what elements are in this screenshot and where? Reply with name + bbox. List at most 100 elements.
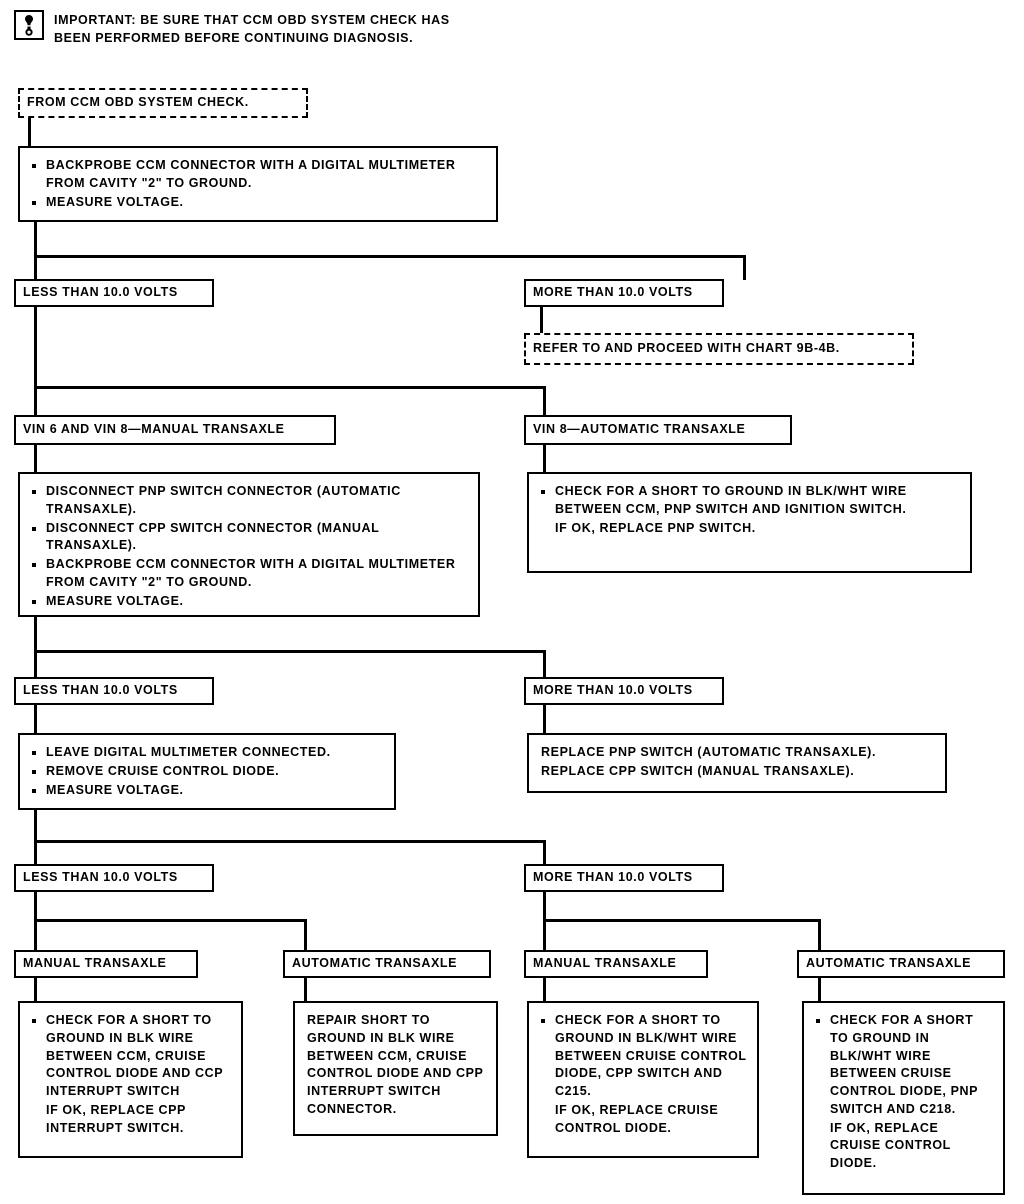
connector-branch3left-down (34, 892, 37, 922)
connector-start-to-step1 (28, 118, 31, 146)
connector-split2-horizontal (34, 386, 546, 389)
leaf4-list: CHECK FOR A SHORT TO GROUND IN BLK/WHT W… (814, 1012, 993, 1173)
branch3-left-label-box[interactable]: LESS THAN 10.0 VOLTS (14, 864, 214, 892)
connector-split1-left-down (34, 255, 37, 280)
leaf1-label: MANUAL TRANSAXLE (23, 956, 167, 971)
connector-split1-right-down (743, 255, 746, 280)
connector-vinmanual-to-step2 (34, 445, 37, 473)
vin-auto-label: VIN 8—AUTOMATIC TRANSAXLE (533, 422, 746, 437)
connector-leaf1-label-to-box (34, 978, 37, 1002)
leaf2-text: REPAIR SHORT TO GROUND IN BLK WIRE BETWE… (307, 1013, 484, 1116)
step2-left-box[interactable]: DISCONNECT PNP SWITCH CONNECTOR (AUTOMAT… (18, 472, 480, 617)
step2-left-item-1: DISCONNECT PNP SWITCH CONNECTOR (AUTOMAT… (30, 483, 468, 519)
connector-split4-left-down (34, 840, 37, 867)
leaf4-extra: IF OK, REPLACE CRUISE CONTROL DIODE. (830, 1120, 951, 1171)
leaf2-label-box[interactable]: AUTOMATIC TRANSAXLE (283, 950, 491, 978)
connector-split4-right-down (543, 840, 546, 867)
step1-box[interactable]: BACKPROBE CCM CONNECTOR WITH A DIGITAL M… (18, 146, 498, 222)
connector-step3-down (34, 810, 37, 843)
step3-right-line-1: REPLACE PNP SWITCH (AUTOMATIC TRANSAXLE)… (541, 745, 877, 759)
vin-manual-label: VIN 6 AND VIN 8—MANUAL TRANSAXLE (23, 422, 285, 437)
connector-leaf4-label-to-box (818, 978, 821, 1002)
important-note: IMPORTANT: BE SURE THAT CCM OBD SYSTEM C… (14, 10, 450, 47)
connector-split1-horizontal (34, 255, 746, 258)
refer-chart-node[interactable]: REFER TO AND PROCEED WITH CHART 9B-4B. (524, 333, 914, 365)
step2-left-item-3: BACKPROBE CCM CONNECTOR WITH A DIGITAL M… (30, 556, 468, 592)
step2-left-item-4: MEASURE VOLTAGE. (30, 593, 468, 611)
leaf3-list: CHECK FOR A SHORT TO GROUND IN BLK/WHT W… (539, 1012, 747, 1137)
connector-branch2right-to-step3 (543, 705, 546, 735)
refer-chart-label: REFER TO AND PROCEED WITH CHART 9B-4B. (533, 341, 840, 356)
step3-left-list: LEAVE DIGITAL MULTIMETER CONNECTED. REMO… (30, 744, 384, 799)
leaf3-bullet: CHECK FOR A SHORT TO GROUND IN BLK/WHT W… (539, 1012, 747, 1101)
step3-right-line-2: REPLACE CPP SWITCH (MANUAL TRANSAXLE). (541, 763, 855, 778)
vin-manual-node[interactable]: VIN 6 AND VIN 8—MANUAL TRANSAXLE (14, 415, 336, 445)
connector-branch1right-to-chart (540, 307, 543, 334)
connector-split4-horizontal (34, 840, 546, 843)
connector-step2-down (34, 617, 37, 653)
caution-lamp-icon (14, 10, 44, 40)
leaf2-box[interactable]: REPAIR SHORT TO GROUND IN BLK WIRE BETWE… (293, 1001, 498, 1136)
step2-right-extra: IF OK, REPLACE PNP SWITCH. (555, 520, 756, 535)
branch2-left-label: LESS THAN 10.0 VOLTS (23, 683, 178, 698)
leaf4-label-box[interactable]: AUTOMATIC TRANSAXLE (797, 950, 1005, 978)
connector-leaf3-label-to-box (543, 978, 546, 1002)
connector-branch3right-down (543, 892, 546, 922)
important-note-line-2: BEEN PERFORMED BEFORE CONTINUING DIAGNOS… (54, 31, 414, 46)
step1-list: BACKPROBE CCM CONNECTOR WITH A DIGITAL M… (30, 157, 486, 211)
step3-left-box[interactable]: LEAVE DIGITAL MULTIMETER CONNECTED. REMO… (18, 733, 396, 810)
branch1-right-label-box[interactable]: MORE THAN 10.0 VOLTS (524, 279, 724, 307)
connector-split2-left-down (34, 386, 37, 417)
leaf2-list: REPAIR SHORT TO GROUND IN BLK WIRE BETWE… (305, 1012, 486, 1119)
important-note-line-1: IMPORTANT: BE SURE THAT CCM OBD SYSTEM C… (54, 13, 450, 27)
branch2-left-label-box[interactable]: LESS THAN 10.0 VOLTS (14, 677, 214, 705)
branch3-right-label: MORE THAN 10.0 VOLTS (533, 870, 693, 885)
connector-vinauto-to-step2 (543, 445, 546, 473)
leaf3-extra: IF OK, REPLACE CRUISE CONTROL DIODE. (555, 1102, 719, 1135)
connector-branch1left-down (34, 307, 37, 388)
step2-right-list: CHECK FOR A SHORT TO GROUND IN BLK/WHT W… (539, 483, 960, 537)
leaf1-label-box[interactable]: MANUAL TRANSAXLE (14, 950, 198, 978)
leaf3-box[interactable]: CHECK FOR A SHORT TO GROUND IN BLK/WHT W… (527, 1001, 759, 1158)
branch1-right-label: MORE THAN 10.0 VOLTS (533, 285, 693, 300)
step2-left-item-2: DISCONNECT CPP SWITCH CONNECTOR (MANUAL … (30, 520, 468, 556)
start-node-label: FROM CCM OBD SYSTEM CHECK. (27, 95, 249, 110)
connector-branch2left-to-step3 (34, 705, 37, 735)
connector-split3-horizontal (34, 650, 546, 653)
connector-step1-down (34, 222, 37, 258)
connector-leaf3-down (543, 919, 546, 952)
branch1-left-label: LESS THAN 10.0 VOLTS (23, 285, 178, 300)
leaf1-bullet: CHECK FOR A SHORT TO GROUND IN BLK WIRE … (30, 1012, 231, 1101)
step3-left-item-2: REMOVE CRUISE CONTROL DIODE. (30, 763, 384, 781)
connector-leafsplit-left-horizontal (34, 919, 307, 922)
step2-left-list: DISCONNECT PNP SWITCH CONNECTOR (AUTOMAT… (30, 483, 468, 610)
connector-leafsplit-right-horizontal (543, 919, 821, 922)
step1-item-1: BACKPROBE CCM CONNECTOR WITH A DIGITAL M… (30, 157, 486, 193)
leaf4-bullet: CHECK FOR A SHORT TO GROUND IN BLK/WHT W… (814, 1012, 993, 1119)
branch2-right-label-box[interactable]: MORE THAN 10.0 VOLTS (524, 677, 724, 705)
leaf4-box[interactable]: CHECK FOR A SHORT TO GROUND IN BLK/WHT W… (802, 1001, 1005, 1195)
connector-leaf2-down (304, 919, 307, 952)
branch1-left-label-box[interactable]: LESS THAN 10.0 VOLTS (14, 279, 214, 307)
leaf1-list: CHECK FOR A SHORT TO GROUND IN BLK WIRE … (30, 1012, 231, 1137)
step3-left-item-1: LEAVE DIGITAL MULTIMETER CONNECTED. (30, 744, 384, 762)
leaf2-label: AUTOMATIC TRANSAXLE (292, 956, 458, 971)
connector-split2-right-down (543, 386, 546, 417)
vin-auto-node[interactable]: VIN 8—AUTOMATIC TRANSAXLE (524, 415, 792, 445)
connector-leaf1-down (34, 919, 37, 952)
step2-right-box[interactable]: CHECK FOR A SHORT TO GROUND IN BLK/WHT W… (527, 472, 972, 573)
connector-split3-left-down (34, 650, 37, 678)
start-node[interactable]: FROM CCM OBD SYSTEM CHECK. (18, 88, 308, 118)
important-note-text: IMPORTANT: BE SURE THAT CCM OBD SYSTEM C… (54, 10, 450, 47)
branch3-right-label-box[interactable]: MORE THAN 10.0 VOLTS (524, 864, 724, 892)
leaf1-box[interactable]: CHECK FOR A SHORT TO GROUND IN BLK WIRE … (18, 1001, 243, 1158)
connector-leaf4-down (818, 919, 821, 952)
branch3-left-label: LESS THAN 10.0 VOLTS (23, 870, 178, 885)
step3-left-item-3: MEASURE VOLTAGE. (30, 782, 384, 800)
step3-right-list: REPLACE PNP SWITCH (AUTOMATIC TRANSAXLE)… (539, 744, 935, 781)
step3-right-box[interactable]: REPLACE PNP SWITCH (AUTOMATIC TRANSAXLE)… (527, 733, 947, 793)
leaf3-label-box[interactable]: MANUAL TRANSAXLE (524, 950, 708, 978)
connector-split3-right-down (543, 650, 546, 678)
step2-right-item-1: CHECK FOR A SHORT TO GROUND IN BLK/WHT W… (539, 483, 960, 519)
